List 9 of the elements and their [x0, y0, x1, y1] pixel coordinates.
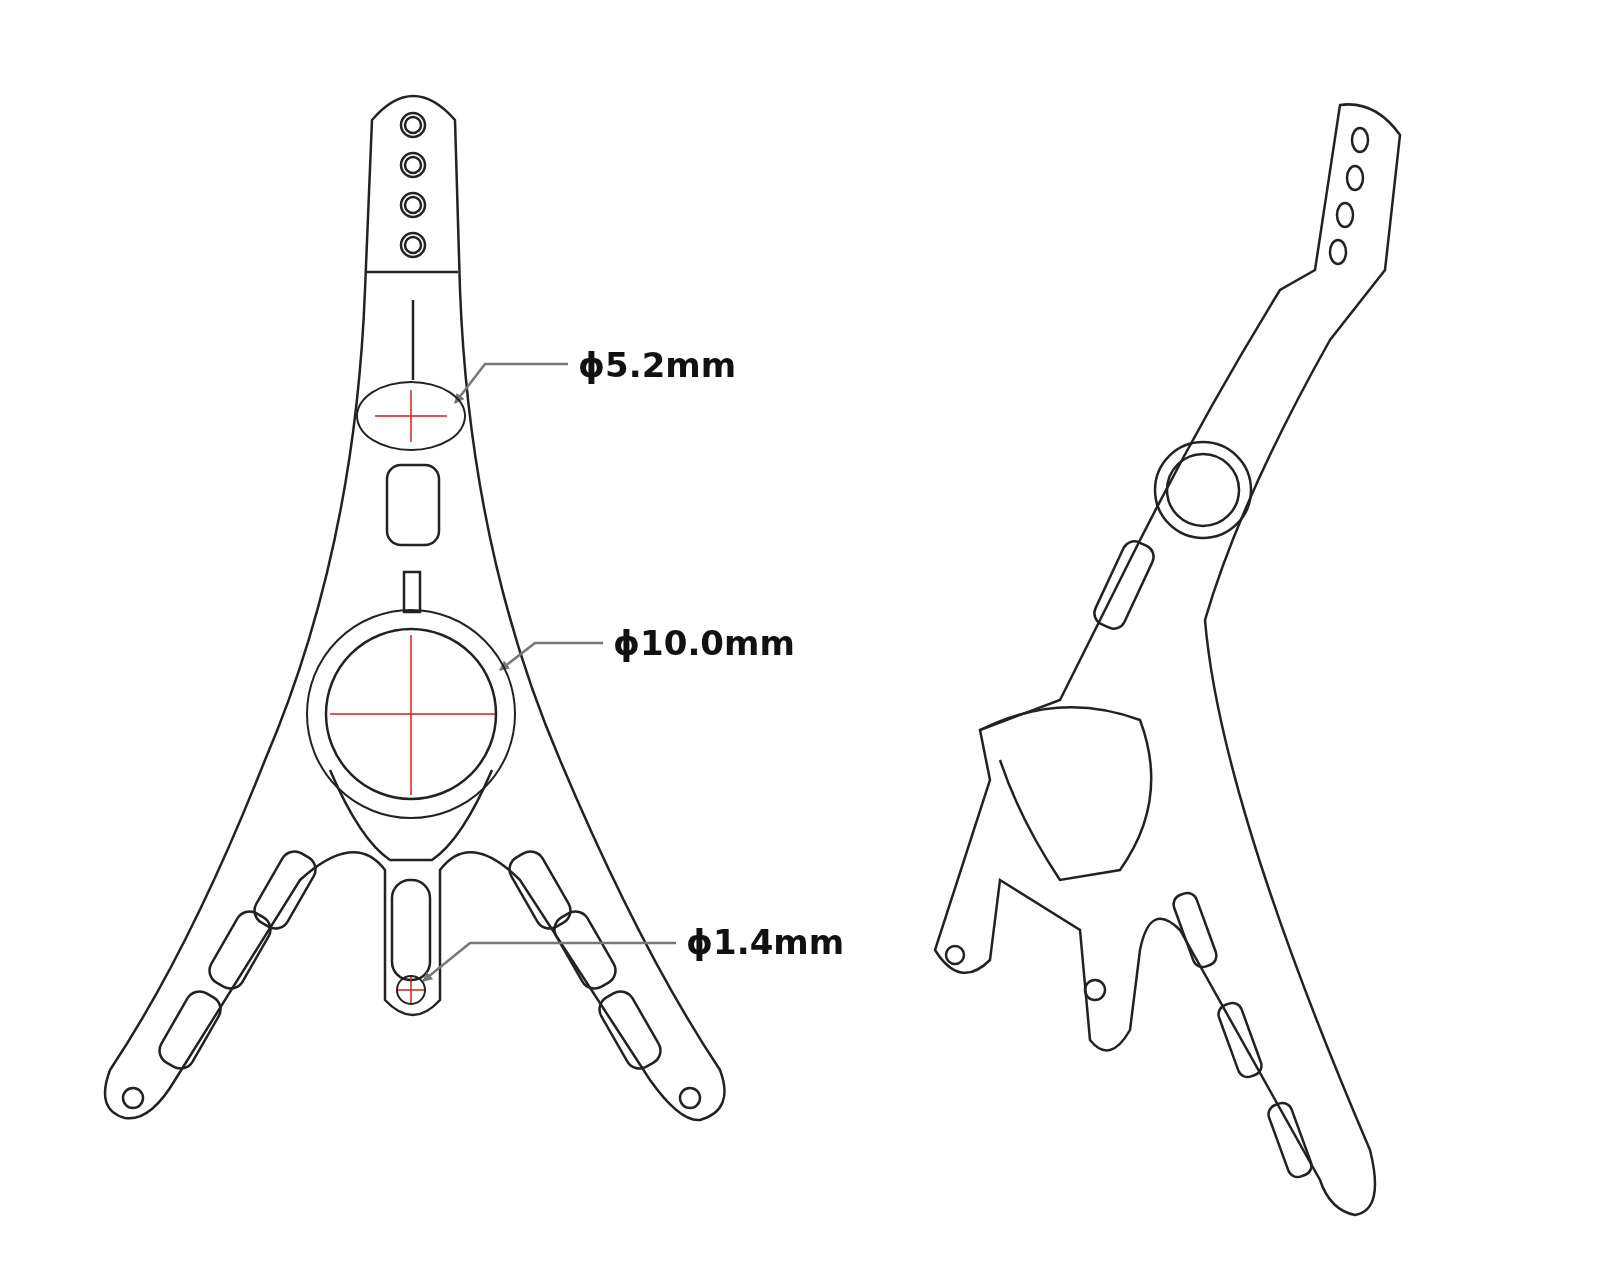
hole-outline	[396, 975, 426, 1005]
dimension-label: ϕ1.4mm	[686, 925, 845, 959]
leader-line	[454, 362, 568, 404]
leader-line	[422, 941, 676, 982]
hole-outline	[306, 609, 516, 819]
dimension-label: ϕ10.0mm	[613, 626, 795, 660]
leader-line	[499, 641, 603, 671]
hole-outline	[356, 381, 466, 451]
dimension-label: ϕ5.2mm	[578, 348, 737, 382]
